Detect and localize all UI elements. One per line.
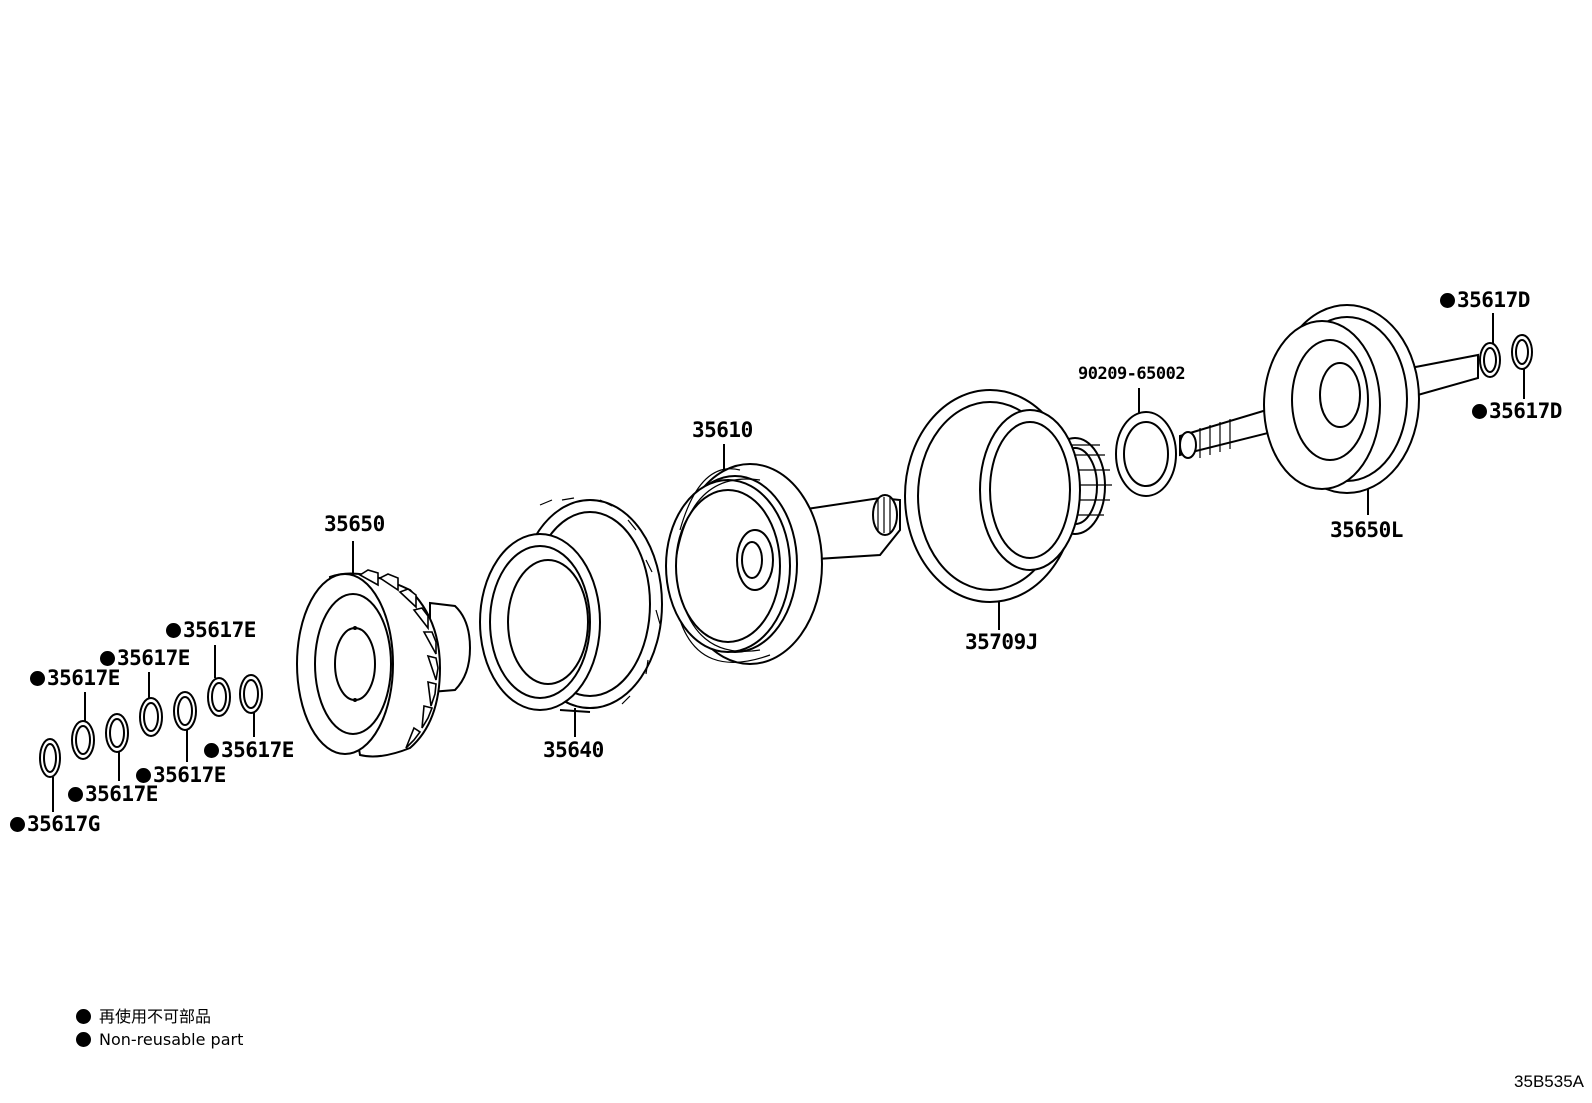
thrust-washer-35617e-6 [239,674,263,714]
part-number: 35617E [85,782,158,806]
non-reusable-dot-icon [204,743,219,758]
non-reusable-dot-icon [136,768,151,783]
part-number: 35617E [183,618,256,642]
part-label-35709j[interactable]: 35709J [965,630,1038,654]
non-reusable-dot-icon [100,651,115,666]
part-number: 35617D [1489,399,1562,423]
drawing-code: 35B535A [1514,1072,1584,1091]
drum-shaft-35610 [665,463,901,665]
non-reusable-dot-icon [166,623,181,638]
part-label-35617g[interactable]: 35617G [10,814,100,835]
legend-english: Non-reusable part [76,1030,243,1049]
part-label-35610[interactable]: 35610 [692,418,753,442]
part-number: 35617E [153,763,226,787]
part-number: 35617G [27,812,100,836]
non-reusable-dot-icon [30,671,45,686]
legend-japanese: 再使用不可部品 [76,1003,211,1027]
legend-text-ja: 再使用不可部品 [99,1007,212,1026]
ring-gear-35709j [904,389,1112,603]
part-number: 35617E [117,646,190,670]
part-label-35617e-1[interactable]: 35617E [166,620,256,641]
thrust-washer-35617e-3 [139,697,163,737]
part-label-35650l[interactable]: 35650L [1330,518,1403,542]
part-label-90209-65002[interactable]: 90209-65002 [1078,364,1186,384]
part-label-35617e-5[interactable]: 35617E [136,765,226,786]
thrust-washer-35617e-4 [173,691,197,731]
thrust-washer-35617e-5 [207,677,231,717]
thrust-washer-35617d-2 [1511,334,1533,370]
part-number: 35617D [1457,288,1530,312]
gear-shaft-35650l [1179,304,1479,494]
part-label-35617e-2[interactable]: 35617E [100,648,190,669]
part-label-35617e-3[interactable]: 35617E [30,668,120,689]
non-reusable-dot-icon [68,787,83,802]
thrust-washer-90209-65002 [1115,411,1177,497]
thrust-washer-35617d-1 [1479,342,1501,378]
part-label-35617e-4[interactable]: 35617E [204,740,294,761]
part-label-35640[interactable]: 35640 [543,738,604,762]
part-label-35617e-6[interactable]: 35617E [68,784,158,805]
non-reusable-dot-icon [1440,293,1455,308]
part-label-35617d-top[interactable]: 35617D [1440,290,1530,311]
thrust-washer-35617e-2 [105,713,129,753]
part-label-35650[interactable]: 35650 [324,512,385,536]
thrust-washer-35617e-1 [71,720,95,760]
non-reusable-dot-icon [1472,404,1487,419]
non-reusable-dot-icon [10,817,25,832]
part-number: 35617E [47,666,120,690]
gear-35650 [296,569,472,758]
ring-gear-35640 [479,497,663,713]
legend-text-en: Non-reusable part [99,1030,244,1049]
non-reusable-dot-icon [76,1032,91,1047]
thrust-washer-35617g [39,738,61,778]
part-number: 35617E [221,738,294,762]
non-reusable-dot-icon [76,1009,91,1024]
part-label-35617d-bottom[interactable]: 35617D [1472,401,1562,422]
leader-lines [52,313,1525,812]
